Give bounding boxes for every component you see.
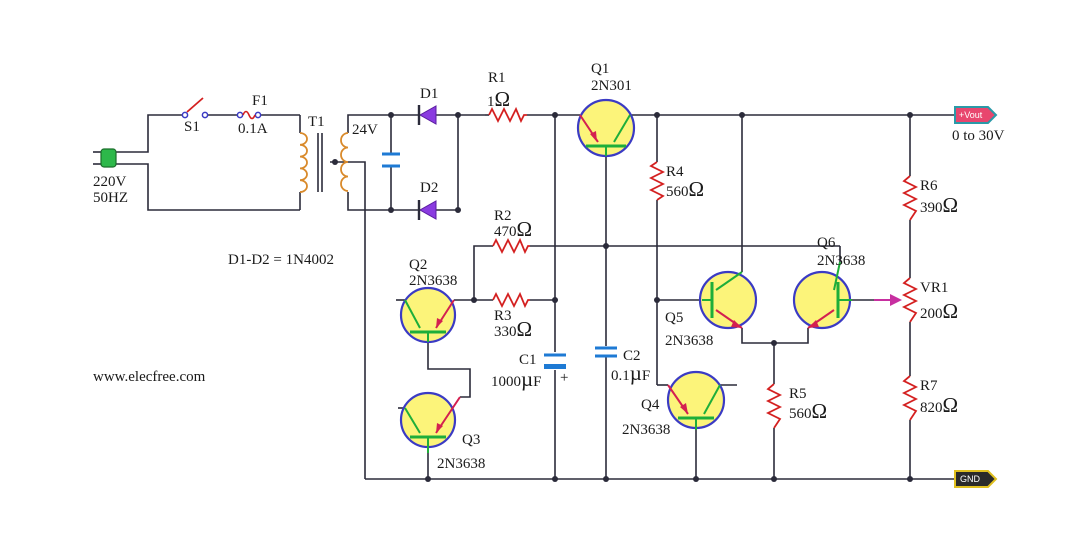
transistor-q1-icon xyxy=(576,98,636,158)
input-frequency-label: 50HZ xyxy=(93,190,128,206)
capacitor-c1-value: 1000µF xyxy=(491,367,541,391)
input-voltage-label: 220V xyxy=(93,174,127,190)
diode-d1-icon xyxy=(417,105,437,125)
resistor-r6-icon xyxy=(901,175,919,221)
transistor-q2-icon xyxy=(399,286,457,344)
resistor-r7-icon xyxy=(901,375,919,421)
transistor-q6-label: Q6 xyxy=(817,235,836,251)
capacitor-c2-label: C2 xyxy=(623,348,641,364)
fuse-f1-label: F1 xyxy=(252,93,268,109)
transistor-q6-icon xyxy=(792,261,852,330)
transistor-q1-type: 2N301 xyxy=(591,78,632,94)
resistor-r3-label: R3 xyxy=(494,308,512,324)
secondary-voltage-label: 24V xyxy=(352,122,378,138)
power-plug-icon xyxy=(100,148,117,168)
potentiometer-vr1-icon xyxy=(874,277,919,323)
transistor-q4-label: Q4 xyxy=(641,397,660,413)
resistor-r6-value: 390Ω xyxy=(920,193,958,217)
fuse-f1-value: 0.1A xyxy=(238,121,268,137)
resistor-r4-icon xyxy=(648,161,666,201)
resistor-r5-value: 560Ω xyxy=(789,399,827,423)
transistor-q5-icon xyxy=(698,270,758,330)
transistor-q6-type: 2N3638 xyxy=(817,253,865,269)
gnd-terminal-tag: GND xyxy=(954,470,998,488)
resistor-r2-icon xyxy=(492,237,530,255)
diode-d2-icon xyxy=(417,200,437,220)
transistor-q2-type: 2N3638 xyxy=(409,273,457,289)
transistor-q5-label: Q5 xyxy=(665,310,683,326)
switch-s1-icon xyxy=(181,97,209,119)
gnd-tag-text: GND xyxy=(960,474,981,484)
transistor-q1-label: Q1 xyxy=(591,61,609,77)
potentiometer-vr1-value: 200Ω xyxy=(920,299,958,323)
transistor-q3-type: 2N3638 xyxy=(437,456,485,472)
capacitor-c2-value: 0.1µF xyxy=(611,361,650,385)
transistor-q5-type: 2N3638 xyxy=(665,333,713,349)
resistor-r2-value: 470Ω xyxy=(494,217,532,241)
transformer-t1-label: T1 xyxy=(308,114,325,130)
capacitor-c2-icon xyxy=(595,346,617,358)
resistor-r7-value: 820Ω xyxy=(920,393,958,417)
fuse-f1-icon xyxy=(236,110,262,120)
resistor-r5-icon xyxy=(765,383,783,429)
vout-tag-text: +Vout xyxy=(959,110,983,120)
resistor-r1-icon xyxy=(485,106,527,124)
resistor-r1-value: 1Ω xyxy=(487,87,510,111)
filter-capacitor-icon xyxy=(382,152,400,168)
resistor-r4-value: 560Ω xyxy=(666,177,704,201)
switch-s1-label: S1 xyxy=(184,119,200,135)
transistor-q4-icon xyxy=(666,370,726,430)
diode-part-note: D1-D2 = 1N4002 xyxy=(228,252,334,268)
resistor-r2-label: R2 xyxy=(494,208,512,224)
resistor-r4-label: R4 xyxy=(666,164,684,180)
wiring xyxy=(93,114,955,480)
potentiometer-vr1-label: VR1 xyxy=(920,280,948,296)
resistor-r6-label: R6 xyxy=(920,178,938,194)
transformer-t1-icon xyxy=(299,132,349,193)
resistor-r3-icon xyxy=(492,291,530,309)
vout-range-label: 0 to 30V xyxy=(952,128,1005,144)
resistor-r3-value: 330Ω xyxy=(494,317,532,341)
transistor-q3-icon xyxy=(399,391,461,453)
transistor-q4-type: 2N3638 xyxy=(622,422,670,438)
vout-terminal-tag: +Vout xyxy=(954,106,998,124)
junction-dots xyxy=(332,112,913,482)
transistor-q2-label: Q2 xyxy=(409,257,427,273)
website-label: www.elecfree.com xyxy=(93,369,206,385)
capacitor-c1-polarity: + xyxy=(560,370,568,386)
diode-d1-label: D1 xyxy=(420,86,438,102)
resistor-r1-label: R1 xyxy=(488,70,506,86)
resistor-r7-label: R7 xyxy=(920,378,938,394)
capacitor-c1-icon: + xyxy=(544,353,568,386)
diode-d2-label: D2 xyxy=(420,180,438,196)
capacitor-c1-label: C1 xyxy=(519,352,537,368)
resistor-r5-label: R5 xyxy=(789,386,807,402)
transistor-q3-label: Q3 xyxy=(462,432,480,448)
